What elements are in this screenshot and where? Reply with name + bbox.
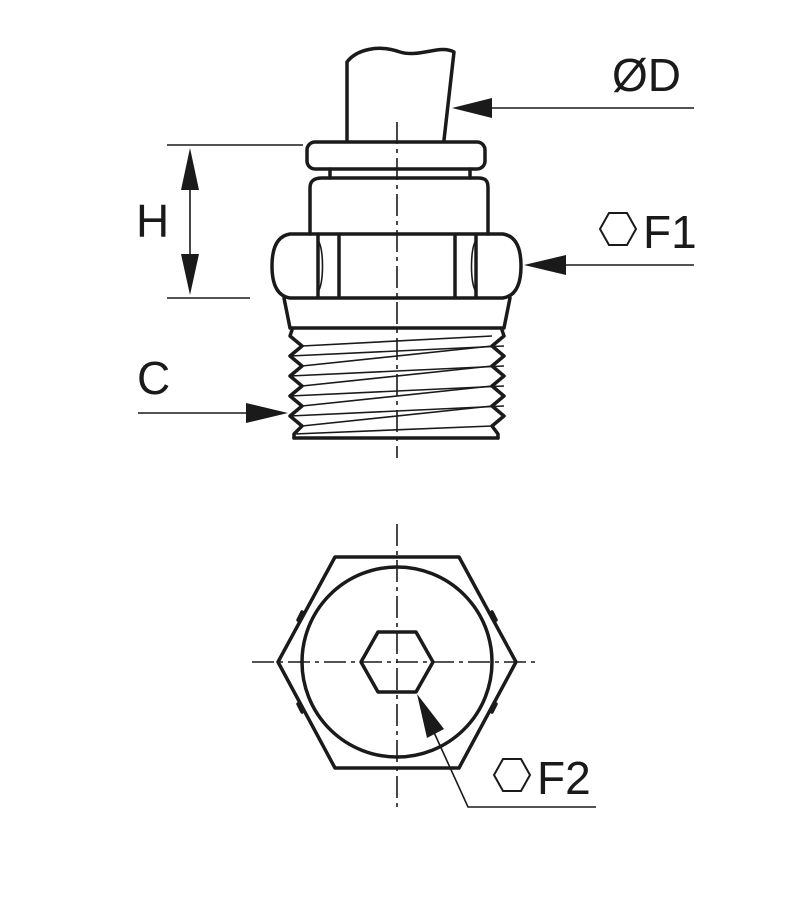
height-arrowhead-bottom: [181, 254, 199, 295]
height-label: H: [136, 195, 169, 247]
diameter-arrowhead: [452, 98, 492, 118]
height-arrowhead-top: [181, 148, 199, 190]
hex-2-symbol-icon: [492, 758, 532, 792]
hex-1-label: F1: [643, 206, 697, 258]
tube: [345, 46, 456, 142]
thread-label: C: [137, 352, 170, 404]
side-view: [138, 46, 694, 458]
diameter-label: ØD: [612, 49, 681, 101]
hex-nut: [270, 232, 523, 300]
collet-cap: [305, 140, 487, 171]
bottom-view: [252, 524, 596, 812]
upper-body: [308, 176, 490, 236]
hex-1-arrowhead: [524, 255, 566, 275]
hex-2-arrowhead: [417, 694, 444, 738]
thread-collar: [282, 296, 512, 330]
hex-2-leader: [431, 727, 596, 808]
outer-hex: [276, 555, 518, 770]
hex-2-label: F2: [537, 752, 591, 804]
hex-1-symbol-icon: [598, 212, 638, 246]
thread-arrowhead: [246, 403, 288, 423]
